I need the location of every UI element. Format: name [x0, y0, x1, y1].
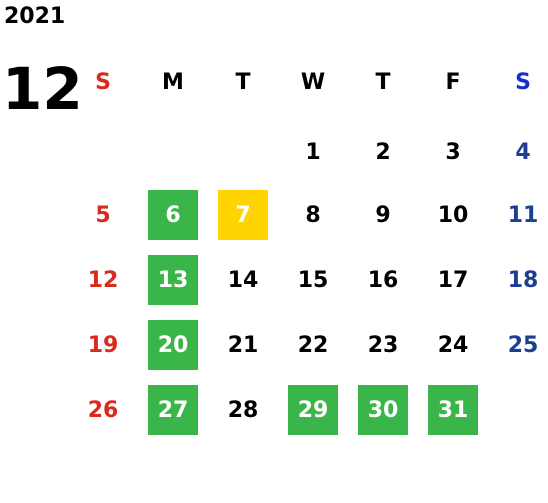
day-cell-19: 19	[87, 332, 119, 358]
day-cell-9: 9	[375, 202, 391, 228]
day-cell-26: 26	[87, 397, 119, 423]
day-cell-20: 20	[148, 320, 198, 370]
month-label: 12	[2, 55, 83, 123]
day-cell-empty	[78, 127, 128, 177]
day-cell-27: 27	[148, 385, 198, 435]
year-label: 2021	[4, 4, 66, 29]
day-cell-5: 5	[95, 202, 111, 228]
weekday-header-tue: T	[235, 69, 251, 95]
weekday-header-thu: T	[375, 69, 391, 95]
day-cell-23: 23	[367, 332, 399, 358]
day-cell-16: 16	[367, 267, 399, 293]
day-cell-17: 17	[437, 267, 469, 293]
day-cell-18: 18	[507, 267, 539, 293]
weekday-header-sun: S	[95, 69, 111, 95]
weekday-header-wed: W	[300, 69, 326, 95]
day-cell-12: 12	[87, 267, 119, 293]
weekday-header-fri: F	[445, 69, 461, 95]
day-cell-8: 8	[305, 202, 321, 228]
day-cell-empty	[148, 127, 198, 177]
day-cell-21: 21	[227, 332, 259, 358]
day-cell-22: 22	[297, 332, 329, 358]
weekday-header-mon: M	[162, 69, 184, 95]
day-cell-29: 29	[288, 385, 338, 435]
day-cell-11: 11	[507, 202, 539, 228]
day-cell-6: 6	[148, 190, 198, 240]
day-cell-2: 2	[375, 139, 391, 165]
day-cell-empty	[218, 127, 268, 177]
day-cell-empty	[498, 385, 548, 435]
day-cell-25: 25	[507, 332, 539, 358]
day-cell-3: 3	[445, 139, 461, 165]
day-cell-7: 7	[218, 190, 268, 240]
day-cell-14: 14	[227, 267, 259, 293]
weekday-header-sat: S	[515, 69, 531, 95]
day-cell-13: 13	[148, 255, 198, 305]
day-cell-10: 10	[437, 202, 469, 228]
day-cell-30: 30	[358, 385, 408, 435]
day-cell-1: 1	[305, 139, 321, 165]
day-cell-28: 28	[227, 397, 259, 423]
day-cell-4: 4	[515, 139, 531, 165]
day-cell-15: 15	[297, 267, 329, 293]
day-cell-31: 31	[428, 385, 478, 435]
day-cell-24: 24	[437, 332, 469, 358]
